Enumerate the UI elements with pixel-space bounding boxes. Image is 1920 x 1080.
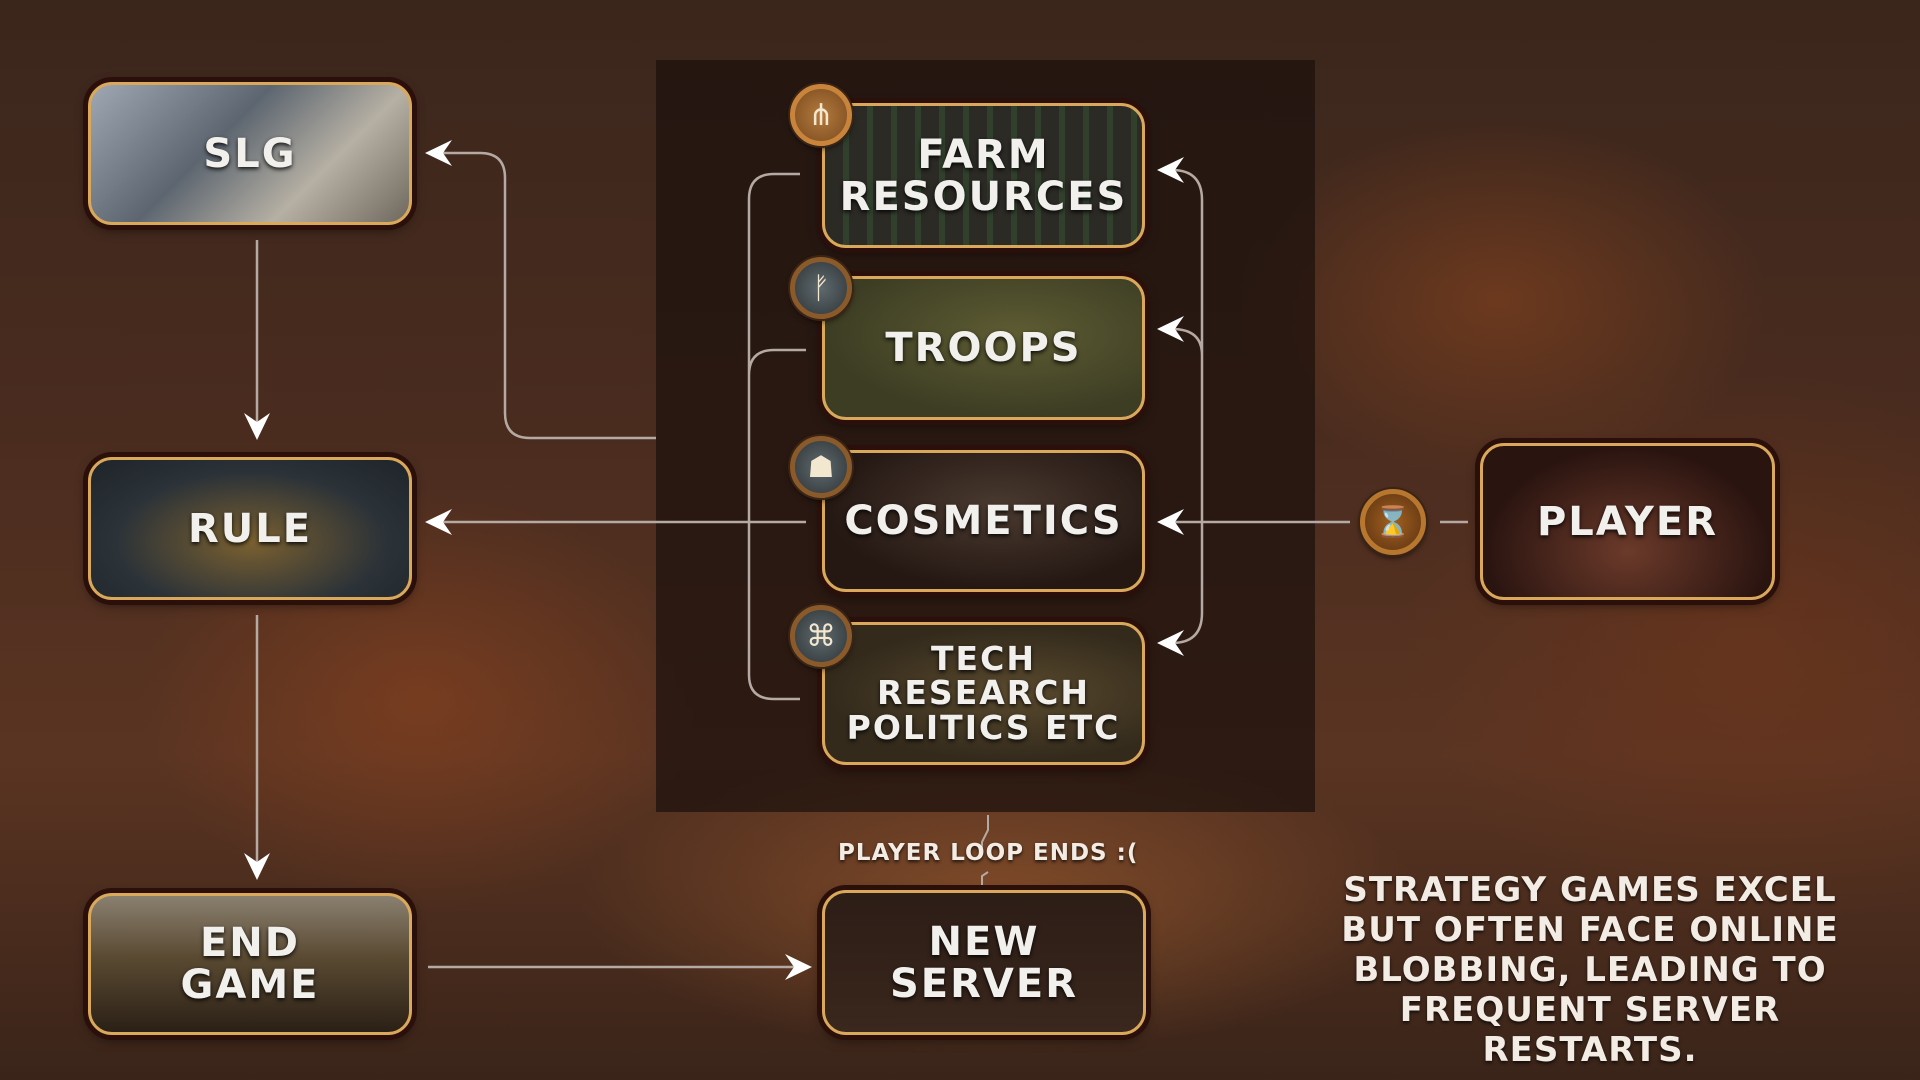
loop-ends-label: PLAYER LOOP ENDS :( (838, 840, 1139, 866)
arrowhead-slg (425, 140, 452, 166)
node-farm-resources-label: FARM RESOURCES (839, 131, 1128, 220)
node-tech-research-label: TECH RESEARCH POLITICS ETC (846, 638, 1121, 747)
bracket-right (1171, 168, 1204, 645)
node-cosmetics-label: COSMETICS (844, 498, 1123, 544)
arrowhead-rule (425, 509, 452, 535)
arrowhead-troops (1157, 316, 1184, 342)
arrowhead-tech (1157, 630, 1184, 656)
node-slg[interactable]: SLG (88, 82, 412, 225)
node-player[interactable]: PLAYER (1480, 443, 1775, 600)
node-cosmetics[interactable]: COSMETICS (822, 450, 1145, 592)
horned-helmet-icon: ☗ (790, 436, 852, 498)
line-panel-to-slg (440, 151, 656, 440)
node-rule[interactable]: RULE (88, 457, 412, 600)
node-end-game-label: END GAME (180, 920, 320, 1008)
node-tech-research[interactable]: TECH RESEARCH POLITICS ETC (822, 622, 1145, 765)
tech-tree-icon: ⌘ (790, 605, 852, 667)
node-new-server[interactable]: NEW SERVER (822, 890, 1146, 1035)
arrowhead-newserver (785, 954, 812, 980)
node-slg-label: SLG (203, 130, 297, 177)
bracket-left (747, 172, 806, 701)
node-new-server-label: NEW SERVER (889, 918, 1078, 1007)
line-loop-ends (981, 815, 989, 888)
node-troops-label: TROOPS (885, 325, 1082, 371)
arrowhead-farm (1157, 157, 1184, 183)
node-farm-resources[interactable]: FARM RESOURCES (822, 103, 1145, 248)
arrowhead-endgame-down (244, 853, 270, 880)
node-rule-label: RULE (187, 505, 313, 552)
node-player-label: PLAYER (1536, 498, 1719, 545)
pitchfork-icon: ⋔ (790, 84, 852, 146)
axe-icon: ᚠ (790, 257, 852, 319)
caption-text: STRATEGY GAMES EXCEL BUT OFTEN FACE ONLI… (1341, 870, 1839, 1070)
hourglass-icon: ⌛ (1360, 489, 1426, 555)
arrowhead-rule-down (244, 413, 270, 440)
node-troops[interactable]: TROOPS (822, 276, 1145, 420)
node-end-game[interactable]: END GAME (88, 893, 412, 1035)
arrowhead-cosmetics (1157, 509, 1184, 535)
